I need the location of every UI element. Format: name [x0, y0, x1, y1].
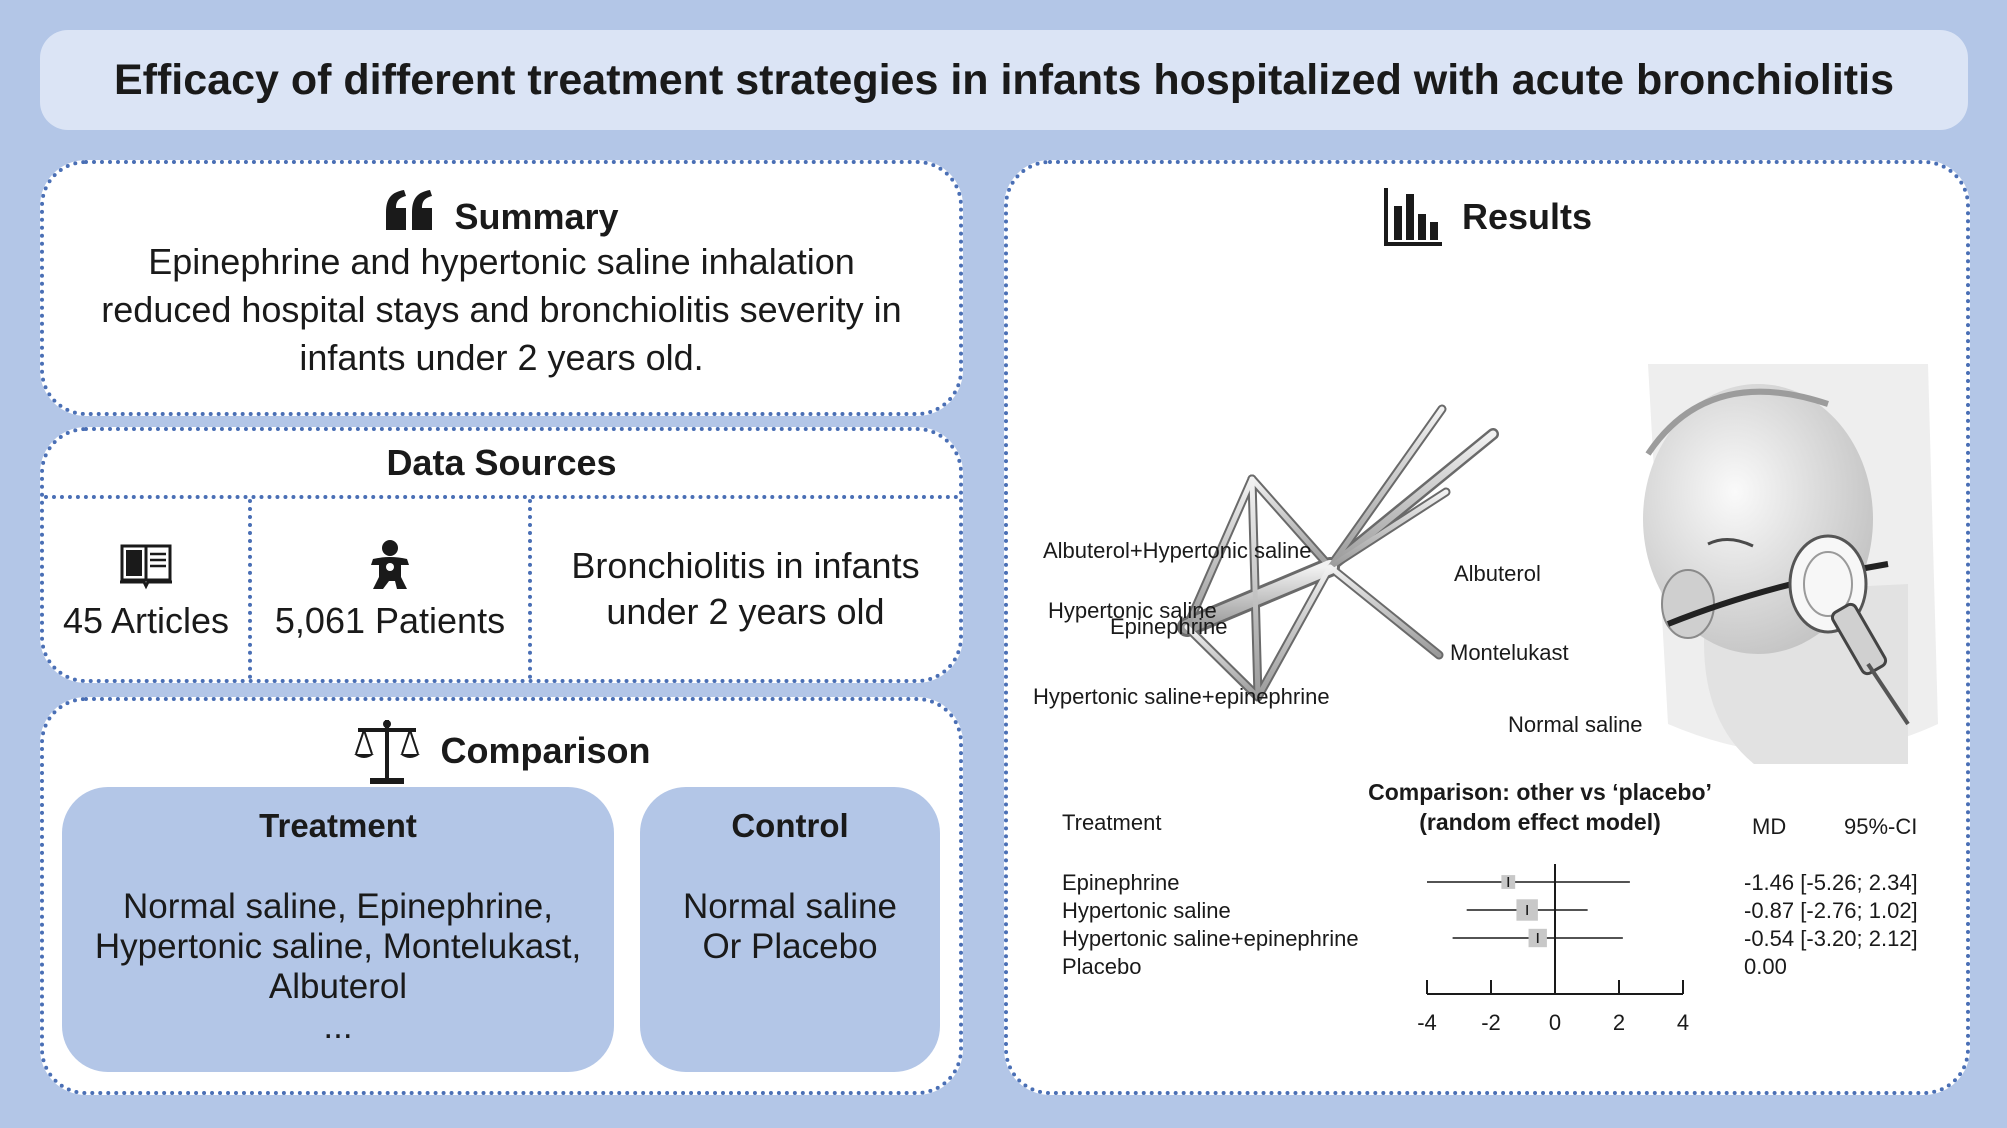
treatment-line3: Albuterol — [268, 967, 408, 1006]
book-icon — [120, 544, 172, 590]
forest-x-tick-label: -2 — [1481, 1010, 1501, 1035]
comparison-panel: Comparison Treatment Normal saline, Epin… — [40, 697, 963, 1095]
bar-chart-icon — [1383, 187, 1442, 246]
population-cell: Bronchiolitis in infants under 2 years o… — [532, 499, 959, 679]
network-diagram: Albuterol+Hypertonic saline Albuterol Ep… — [1033, 364, 1938, 764]
forest-title-line2: (random effect model) — [1419, 809, 1661, 835]
title-banner: Efficacy of different treatment strategi… — [40, 30, 1968, 130]
control-line2: Or Placebo — [702, 927, 878, 966]
control-box: Control Normal saline Or Placebo — [640, 787, 940, 1072]
infant-nebulizer-illustration — [1643, 364, 1938, 764]
comparison-header: Comparison — [44, 711, 959, 791]
summary-text: Epinephrine and hypertonic saline inhala… — [101, 241, 902, 378]
patients-cell: 5,061 Patients — [252, 499, 532, 679]
control-line1: Normal saline — [683, 887, 897, 926]
treatment-line1: Normal saline, Epinephrine, — [123, 887, 553, 926]
page-title: Efficacy of different treatment strategi… — [113, 55, 1894, 104]
balance-scale-icon — [354, 720, 421, 784]
forest-x-tick-label: -4 — [1417, 1010, 1437, 1035]
population-line1: Bronchiolitis in infants — [571, 545, 920, 586]
network-edges — [1177, 404, 1499, 702]
node-albuterol: Albuterol — [1454, 561, 1541, 586]
treatment-box: Treatment Normal saline, Epinephrine, Hy… — [62, 787, 614, 1072]
node-montelukast: Montelukast — [1450, 640, 1569, 665]
results-panel: Results — [1004, 160, 1970, 1095]
forest-row-estimate: -0.87 [-2.76; 1.02] — [1744, 898, 1918, 923]
data-sources-heading: Data Sources — [386, 442, 617, 483]
data-sources-panel: Data Sources 45 Articles 5,061 Patients — [40, 427, 963, 683]
patients-count: 5,061 Patients — [274, 600, 506, 641]
node-hypertonic-saline-epinephrine: Hypertonic saline+epinephrine — [1033, 684, 1330, 709]
forest-title-line1: Comparison: other vs ‘placebo’ — [1368, 779, 1712, 805]
forest-row-label: Hypertonic saline — [1062, 898, 1231, 923]
baby-icon — [371, 540, 409, 589]
treatment-line4: ... — [323, 1007, 353, 1046]
population-line2: under 2 years old — [606, 591, 885, 632]
node-hypertonic-saline: Hypertonic saline — [1048, 598, 1217, 623]
forest-col-md: MD — [1752, 814, 1786, 839]
forest-row-label: Placebo — [1062, 954, 1142, 979]
treatment-line2: Hypertonic saline, Montelukast, — [94, 927, 582, 966]
node-albuterol-hypertonic-saline: Albuterol+Hypertonic saline — [1043, 538, 1311, 563]
forest-row-estimate: 0.00 — [1744, 954, 1787, 979]
forest-col-treatment: Treatment — [1062, 810, 1161, 835]
forest-row-label: Epinephrine — [1062, 870, 1179, 895]
forest-col-ci: 95%-CI — [1844, 814, 1917, 839]
results-heading: Results — [1461, 195, 1593, 237]
forest-row-estimate: -1.46 [-5.26; 2.34] — [1744, 870, 1918, 895]
articles-count: 45 Articles — [62, 600, 230, 641]
forest-x-tick-label: 2 — [1613, 1010, 1625, 1035]
data-sources-header: Data Sources — [44, 431, 959, 499]
summary-heading: Summary — [454, 196, 619, 237]
forest-plot: Comparison: other vs ‘placebo’ (random e… — [1062, 779, 1918, 1035]
articles-cell: 45 Articles — [44, 499, 252, 679]
quote-icon — [386, 190, 433, 230]
comparison-heading: Comparison — [440, 730, 651, 771]
control-heading: Control — [731, 807, 849, 844]
node-normal-saline: Normal saline — [1508, 712, 1643, 737]
forest-x-tick-label: 0 — [1549, 1010, 1561, 1035]
results-header: Results — [1008, 174, 1966, 259]
summary-panel: Summary Epinephrine and hypertonic salin… — [40, 160, 963, 416]
forest-x-tick-label: 4 — [1677, 1010, 1689, 1035]
forest-row-label: Hypertonic saline+epinephrine — [1062, 926, 1359, 951]
treatment-heading: Treatment — [259, 807, 417, 844]
node-epinephrine: Epinephrine — [1110, 614, 1227, 639]
summary-header: Summary — [44, 182, 959, 238]
forest-row-estimate: -0.54 [-3.20; 2.12] — [1744, 926, 1918, 951]
